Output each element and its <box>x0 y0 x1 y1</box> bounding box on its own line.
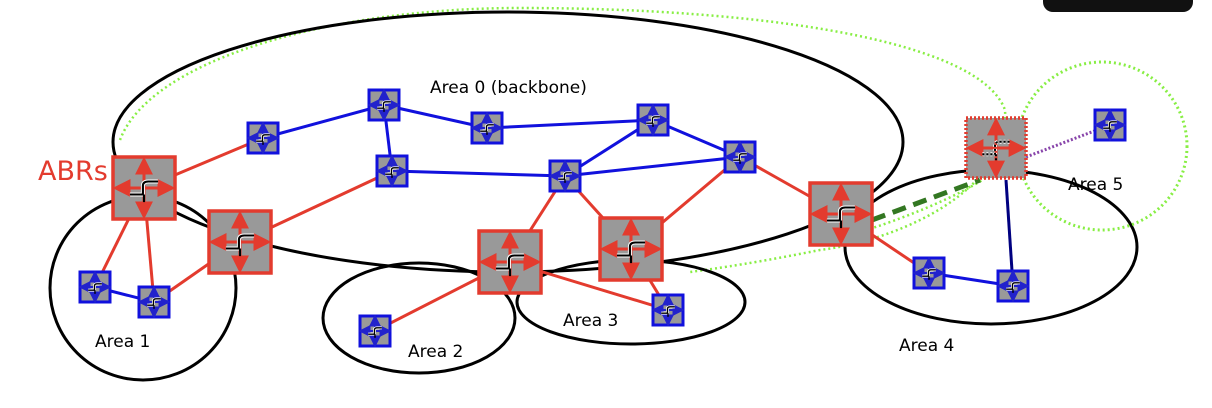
router-area4-b-router-icon <box>996 269 1030 303</box>
router-area0-g-router-icon <box>723 140 757 174</box>
abr-area3-abr-router-icon <box>598 216 664 282</box>
corner-dark-bar <box>1043 0 1193 12</box>
area0-label: Area 0 (backbone) <box>430 78 587 98</box>
area4-area5-link <box>1004 179 1015 287</box>
routers <box>78 88 1127 348</box>
virtual-link <box>871 177 981 223</box>
router-area0-c-router-icon <box>470 111 504 145</box>
router-area0-e-router-icon <box>375 154 409 188</box>
router-area4-a-router-icon <box>912 256 946 290</box>
router-area0-f-router-icon <box>548 159 582 193</box>
router-area5-a-router-icon <box>1093 108 1127 142</box>
router-area2-a-router-icon <box>358 314 392 348</box>
virtual-area-outline <box>118 6 1007 274</box>
area1-label: Area 1 <box>95 332 150 352</box>
area5-link <box>1025 123 1111 159</box>
area5-outline <box>1015 60 1189 232</box>
area2-label: Area 2 <box>408 342 463 362</box>
area2-outline <box>321 261 517 375</box>
virtual-area-outline-link <box>859 173 991 234</box>
asbr-area5-dotted-abr-router-icon <box>964 116 1028 180</box>
router-area1-a-router-icon <box>78 270 112 304</box>
router-area0-a-router-icon <box>246 121 280 155</box>
area3-label: Area 3 <box>563 311 618 331</box>
abr-area1-abr-router-icon <box>111 155 177 221</box>
area-outlines <box>48 6 1189 382</box>
area4-label: Area 4 <box>899 336 954 356</box>
router-area1-b-router-icon <box>137 285 171 319</box>
area5-label: Area 5 <box>1068 175 1123 195</box>
abr-area1-b-abr-router-icon <box>207 209 273 275</box>
abrs-label: ABRs <box>38 156 108 187</box>
router-area0-b-router-icon <box>367 88 401 122</box>
abr-area2-abr-router-icon <box>477 229 543 295</box>
router-area0-d-router-icon <box>636 103 670 137</box>
abr-area4-abr-router-icon <box>808 181 874 247</box>
router-area3-a-router-icon <box>651 293 685 327</box>
